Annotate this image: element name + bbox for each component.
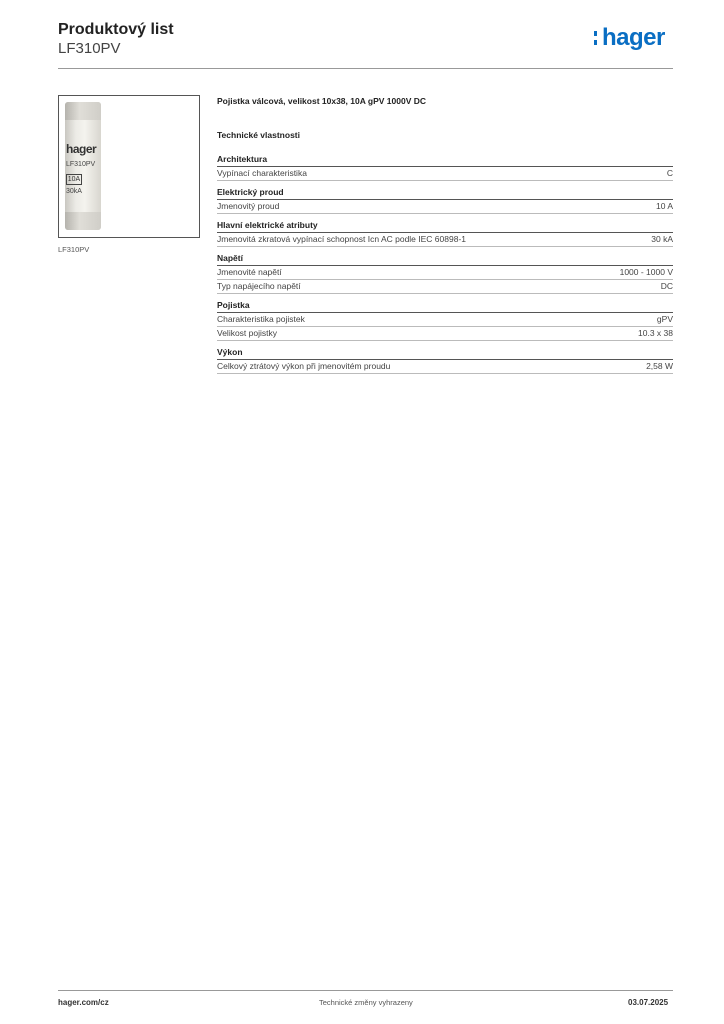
product-details: Pojistka válcová, velikost 10x38, 10A gP… [217,96,673,380]
spec-value: 10 A [655,201,673,211]
section-title: Pojistka [217,300,673,313]
logo-dot-top [594,31,597,36]
fuse-cap-bottom [65,212,101,230]
product-image: hager LF310PV 10A 30kA [58,95,200,238]
footer-divider [58,990,673,991]
fuse-logo: hager [66,142,97,156]
image-caption: LF310PV [58,245,90,254]
spec-label: Jmenovitá zkratová vypínací schopnost Ic… [217,234,466,244]
spec-row: Velikost pojistky 10.3 x 38 [217,327,673,341]
spec-row: Jmenovité napětí 1000 - 1000 V [217,266,673,280]
fuse-image: hager LF310PV 10A 30kA [65,102,101,230]
fuse-breaking: 30kA [66,188,82,195]
spec-value: 10.3 x 38 [638,328,673,338]
logo-dot-bottom [594,40,597,45]
section-elektricky-proud: Elektrický proud Jmenovitý proud 10 A [217,187,673,214]
spec-row: Jmenovitý proud 10 A [217,200,673,214]
footer-notice: Technické změny vyhrazeny [319,998,413,1007]
spec-value: C [666,168,673,178]
spec-row: Celkový ztrátový výkon při jmenovitém pr… [217,360,673,374]
spec-label: Vypínací charakteristika [217,168,307,178]
spec-label: Celkový ztrátový výkon při jmenovitém pr… [217,361,391,371]
spec-label: Typ napájecího napětí [217,281,301,291]
header-divider [58,68,673,69]
section-architektura: Architektura Vypínací charakteristika C [217,154,673,181]
spec-row: Vypínací charakteristika C [217,167,673,181]
spec-label: Velikost pojistky [217,328,277,338]
fuse-cap-top [65,102,101,120]
spec-label: Jmenovité napětí [217,267,282,277]
section-title: Napětí [217,253,673,266]
spec-row: Charakteristika pojistek gPV [217,313,673,327]
section-pojistka: Pojistka Charakteristika pojistek gPV Ve… [217,300,673,341]
footer-website-link[interactable]: hager.com/cz [58,998,109,1007]
product-code: LF310PV [58,40,121,57]
spec-value: 30 kA [651,234,673,244]
logo-text: hager [602,24,665,51]
fuse-rating: 10A [66,174,82,185]
spec-value: 1000 - 1000 V [619,267,673,277]
spec-label: Jmenovitý proud [217,201,280,211]
section-title: Elektrický proud [217,187,673,200]
spec-value: 2,58 W [646,361,673,371]
technical-properties-heading: Technické vlastnosti [217,130,300,140]
footer-date: 03.07.2025 [628,998,669,1007]
spec-value: DC [660,281,673,291]
spec-row: Jmenovitá zkratová vypínací schopnost Ic… [217,233,673,247]
fuse-code: LF310PV [66,161,96,168]
hager-logo[interactable]: hager [594,24,674,57]
section-title: Hlavní elektrické atributy [217,220,673,233]
section-napeti: Napětí Jmenovité napětí 1000 - 1000 V Ty… [217,253,673,294]
page-title: Produktový list [58,21,174,38]
section-hlavni-elektricke-atributy: Hlavní elektrické atributy Jmenovitá zkr… [217,220,673,247]
section-title: Výkon [217,347,673,360]
spec-value: gPV [656,314,673,324]
spec-label: Charakteristika pojistek [217,314,305,324]
section-title: Architektura [217,154,673,167]
spec-row: Typ napájecího napětí DC [217,280,673,294]
product-description: Pojistka válcová, velikost 10x38, 10A gP… [217,96,426,106]
section-vykon: Výkon Celkový ztrátový výkon při jmenovi… [217,347,673,374]
